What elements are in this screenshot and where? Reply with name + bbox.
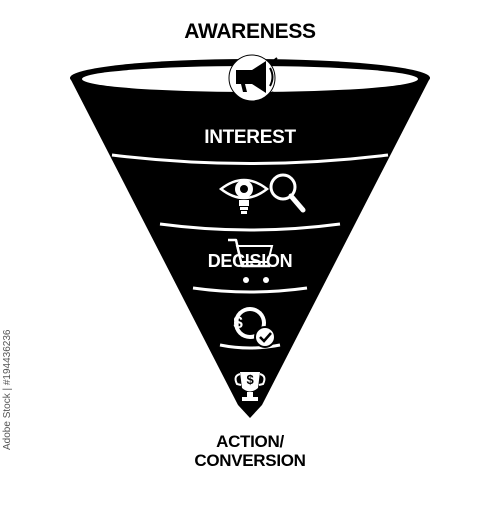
shopping-cart-icon xyxy=(228,238,274,283)
band-divider-4 xyxy=(219,343,281,350)
trophy-dollar-icon xyxy=(234,372,266,401)
watermark: Adobe Stock | #194436236 xyxy=(2,250,16,450)
band-divider-1 xyxy=(111,153,389,165)
band-divider-3 xyxy=(192,286,308,294)
dollar-coin-check-icon xyxy=(234,307,276,348)
stage-label-conversion: CONVERSION xyxy=(194,451,306,470)
trophy-dollar-glyph: $ xyxy=(246,372,254,387)
stage-label-interest: INTEREST xyxy=(204,127,296,148)
megaphone-icon xyxy=(228,54,278,102)
funnel-body xyxy=(70,68,430,418)
watermark-text: Adobe Stock | #194436236 xyxy=(2,329,13,450)
stage-label-decision: DECISION xyxy=(207,251,293,271)
stage-label-awareness: AWARENESS xyxy=(184,20,316,43)
band-divider-2 xyxy=(159,222,341,232)
stage-label-action: ACTION/ xyxy=(216,432,284,451)
eye-lightbulb-magnifier-icon xyxy=(218,173,306,214)
coin-dollar-glyph: $ xyxy=(233,313,243,332)
stage-label-action-conversion: ACTION/ CONVERSION xyxy=(0,432,500,470)
